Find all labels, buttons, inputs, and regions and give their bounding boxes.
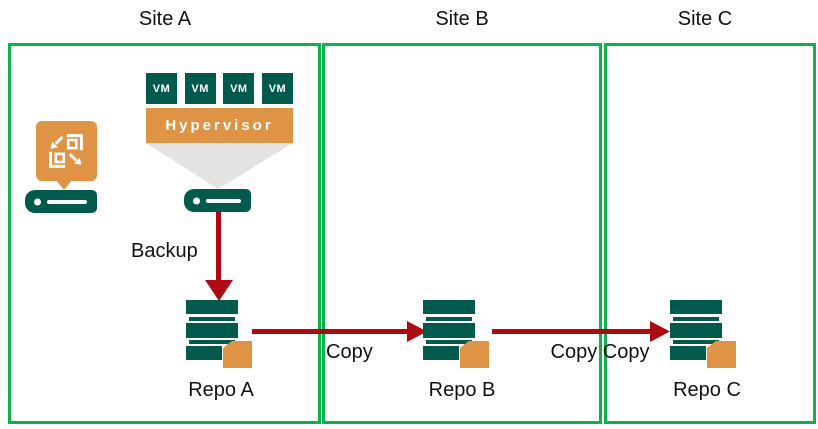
repo-bar (670, 300, 722, 314)
backup-proxy-server-icon (184, 189, 251, 212)
repo-bar (423, 300, 475, 314)
site-a-box (8, 43, 321, 424)
vm-icon: VM (146, 73, 177, 104)
hypervisor-bar: Hypervisor (146, 108, 293, 143)
repository-a-icon (186, 300, 252, 368)
site-b-title: Site B (435, 8, 489, 30)
squares-arrows-glyph (49, 134, 83, 168)
repo-bar (670, 346, 706, 360)
repo-bar (189, 317, 235, 321)
repo-bar (423, 323, 475, 338)
vm-label: VM (230, 82, 248, 95)
folder-icon (460, 341, 489, 368)
copy-bc-arrow-line (492, 329, 651, 334)
backup-arrow-line (216, 211, 221, 281)
site-c-title: Site C (677, 8, 733, 30)
copy-ab-arrow-line (252, 329, 408, 334)
vm-label: VM (268, 82, 287, 95)
site-b-box (322, 43, 602, 424)
repo-bar (426, 317, 472, 321)
badge-tail-icon (56, 180, 72, 190)
site-c-box (604, 43, 816, 424)
vm-icon: VM (184, 73, 216, 104)
repo-bar (426, 340, 472, 344)
repo-b-label: Repo B (428, 379, 496, 401)
repo-bar (186, 300, 238, 314)
repository-b-icon (423, 300, 489, 368)
copy-ab-flow-label: Copy (326, 341, 373, 363)
vm-label: VM (152, 82, 171, 95)
repo-c-label: Repo C (673, 379, 741, 401)
copy-bc-flow-label: Copy Copy (550, 341, 650, 363)
vm-icon: VM (223, 73, 255, 104)
backup-server-icon (25, 190, 97, 213)
folder-icon (223, 341, 252, 368)
backup-copy-badge-icon (36, 121, 97, 181)
vm-icon: VM (261, 73, 293, 104)
hypervisor-label: Hypervisor (165, 117, 274, 134)
repo-bar (189, 340, 235, 344)
vm-row: VM VM VM VM (146, 73, 293, 104)
repo-bar (186, 323, 238, 338)
repo-bar (673, 340, 719, 344)
vm-label: VM (191, 82, 209, 95)
repository-c-icon (670, 300, 736, 368)
folder-icon (707, 341, 736, 368)
repo-bar (423, 346, 459, 360)
backup-flow-label: Backup (131, 240, 198, 262)
repo-bar (670, 323, 722, 338)
repo-bar (673, 317, 719, 321)
repo-a-label: Repo A (188, 379, 254, 401)
repo-bar (186, 346, 222, 360)
site-a-title: Site A (138, 8, 192, 30)
